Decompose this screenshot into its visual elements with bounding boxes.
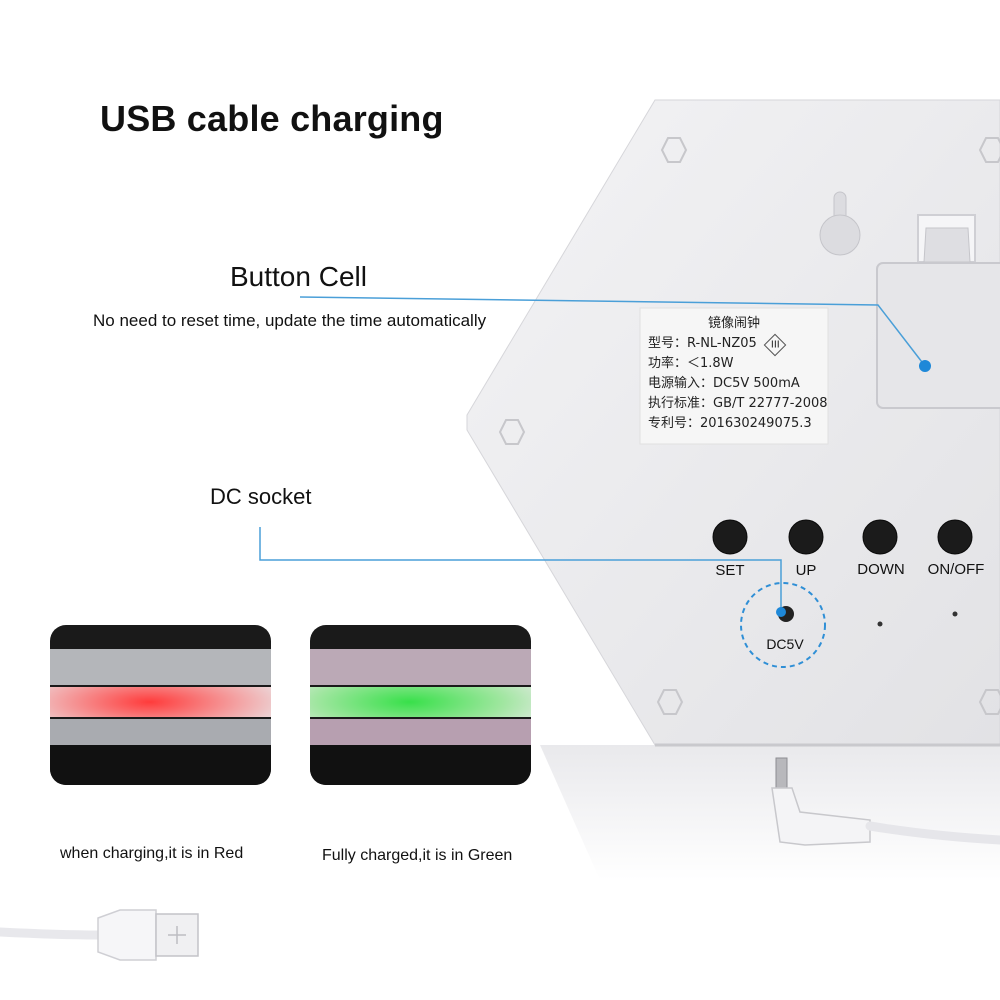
button-cell-callout-dot [919, 360, 931, 372]
onoff-label: ON/OFF [927, 561, 985, 578]
up-label: UP [795, 562, 817, 579]
dc-socket-label: DC socket [210, 484, 312, 509]
foot-marker [660, 137, 688, 163]
green-indicator-caption: Fully charged,it is in Green [322, 847, 513, 864]
foot-marker [978, 137, 1000, 163]
class-iii-mark: III [763, 333, 787, 357]
stand-hinge [917, 214, 976, 263]
dc-socket-callout-line [259, 527, 782, 611]
dc-plug-cable [771, 757, 1000, 846]
dc-socket-highlight-ring [740, 582, 826, 668]
up-button [788, 519, 824, 555]
sticker-model: 型号：R-NL-NZ05 [648, 336, 757, 351]
device-reflection [540, 745, 1000, 880]
battery-cover [876, 262, 1000, 409]
sticker-patent: 专利号：201630249075.3 [648, 416, 812, 431]
charged-green-photo [310, 625, 531, 785]
hanging-keyhole [819, 191, 861, 256]
foot-marker [656, 689, 684, 715]
button-cell-callout-line [299, 296, 926, 367]
sticker-input: 电源输入：DC5V 500mA [648, 376, 800, 391]
foot-marker [978, 689, 1000, 715]
foot-marker [498, 419, 526, 445]
dc-socket-callout-dot [776, 607, 786, 617]
down-button [862, 519, 898, 555]
set-label: SET [715, 562, 745, 579]
button-cell-description: No need to reset time, update the time a… [93, 311, 487, 330]
set-button [712, 519, 748, 555]
spec-sticker-text: 镜像闹钟 型号：R-NL-NZ05 III 功率：＜1.8W 电源输入：DC5V… [640, 314, 828, 434]
button-cell-label: Button Cell [230, 261, 367, 292]
sticker-product-name: 镜像闹钟 [707, 316, 760, 331]
red-indicator-caption: when charging,it is in Red [60, 845, 244, 862]
sticker-standard: 执行标准：GB/T 22777-2008 [648, 396, 828, 411]
down-label: DOWN [857, 561, 905, 578]
indicator-pinhole [952, 611, 958, 617]
indicator-pinhole [877, 621, 883, 627]
onoff-button [937, 519, 973, 555]
charging-red-photo [50, 625, 271, 785]
spec-sticker [639, 307, 829, 445]
dc5v-port-label: DC5V [766, 636, 804, 652]
usb-plug-cable [0, 909, 199, 961]
page-title: USB cable charging [100, 98, 444, 139]
sticker-power: 功率：＜1.8W [648, 356, 734, 371]
green-led-glow [310, 687, 531, 717]
red-led-glow [50, 687, 271, 717]
